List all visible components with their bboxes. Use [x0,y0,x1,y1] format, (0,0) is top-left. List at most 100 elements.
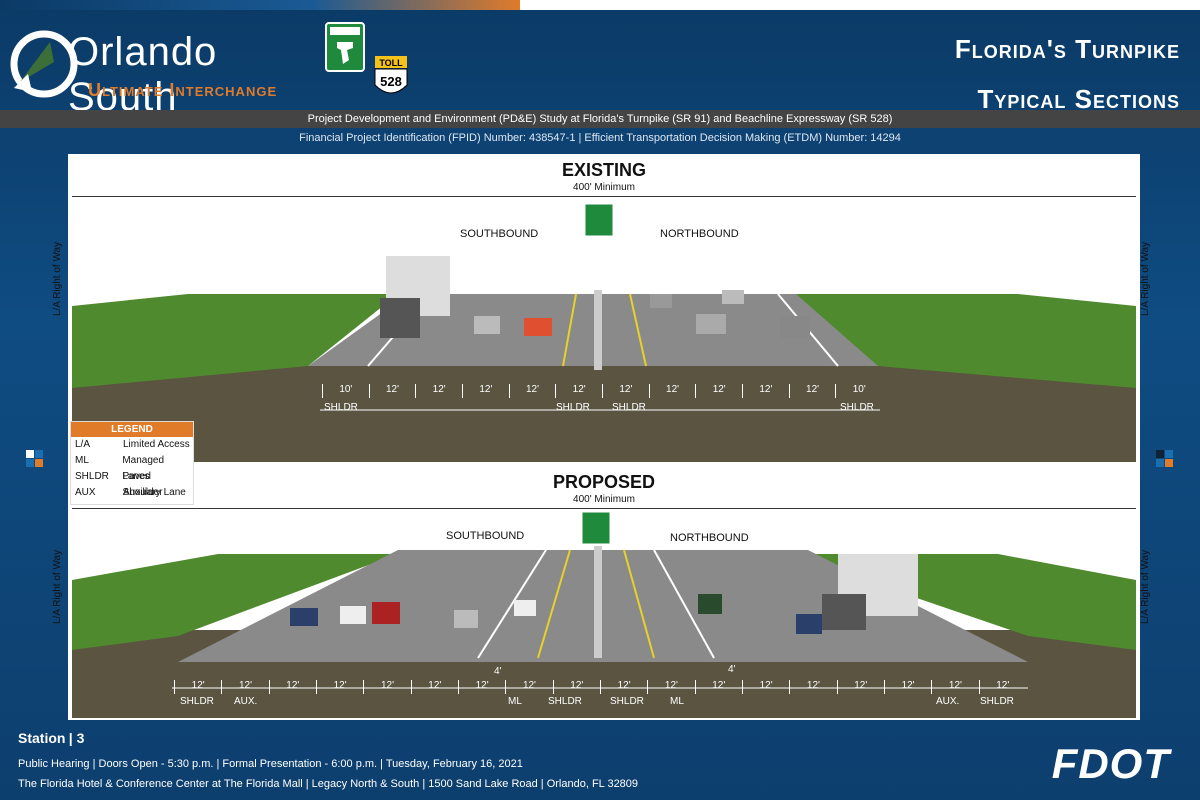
legend-item: SHLDR Paved Shoulder [71,469,193,498]
top-accent [0,0,520,10]
lane-width-label: 12' [505,680,552,694]
lane-width-label: 12' [415,384,462,398]
existing-northbound-label: NORTHBOUND [660,228,739,240]
lane-width-label: 10' [322,384,369,398]
legend-abbr: L/A [75,439,91,450]
toll-label: TOLL [379,58,403,68]
station-label: Station | 3 [18,730,85,746]
lane-width-label: 12' [694,680,742,694]
existing-turnpike-sign-icon [584,203,614,237]
legend-title: LEGEND [71,422,193,437]
logo-subtitle: Ultimate Interchange [88,80,278,100]
proposed-row-right: L/A Right of Way [1140,549,1151,624]
proposed-label-8: SHLDR [980,696,1014,707]
proposed-lane-labels: SHLDR AUX. ML SHLDR SHLDR ML AUX. SHLDR [174,696,1026,710]
proposed-lane-widths: 12'12'12'12'12'12'12'12'12'12'12'12'12'1… [174,680,1026,694]
turnpike-shield-icon [325,22,365,72]
divider-square [35,450,43,458]
lane-width-label: 12' [363,680,410,694]
existing-shldr-1: SHLDR [324,402,358,413]
lane-width-label: 12' [508,384,556,398]
fdot-logo: FDOT [1051,740,1170,787]
divider-square [1156,459,1164,467]
lane-width-label: 12' [552,680,600,694]
lane-width-label: 12' [555,384,602,398]
lane-width-label: 12' [268,680,316,694]
proposed-label-1: SHLDR [180,696,214,707]
proposed-label-3: ML [508,696,522,707]
title-line-1: Florida's Turnpike [954,34,1180,64]
proposed-car [514,600,536,616]
proposed-car [340,606,366,624]
proposed-dimension-line [72,508,1136,509]
proposed-label-2: AUX. [234,696,258,707]
proposed-southbound-label: SOUTHBOUND [446,530,525,542]
proposed-truck-cab [822,594,866,630]
lane-width-label: 12' [648,384,696,398]
proposed-label-6: ML [670,696,684,707]
legend-item: AUX Auxiliary Lane [71,485,193,501]
existing-shldr-4: SHLDR [840,402,874,413]
lane-width-label: 12' [836,680,884,694]
lane-width-label: 12' [931,680,978,694]
lane-width-label: 12' [221,680,268,694]
existing-car [474,316,500,334]
proposed-car [796,614,822,634]
legend-desc: Auxiliary Lane [123,487,186,498]
sr-528-toll-shield-icon: TOLL 528 [373,55,409,99]
proposed-car [372,602,400,624]
proposed-label-4: SHLDR [548,696,582,707]
legend-item: ML Managed Lanes [71,453,193,482]
existing-car [650,294,672,308]
venue-info: The Florida Hotel & Conference Center at… [18,778,639,790]
hearing-info: Public Hearing | Doors Open - 5:30 p.m. … [18,758,523,770]
lane-width-label: 12' [978,680,1026,694]
proposed-section-graphic [72,511,1136,718]
existing-dimension-line [72,196,1136,197]
title-line-2: Typical Sections [977,84,1180,114]
proposed-car [290,608,318,626]
lane-width-label: 12' [789,680,836,694]
logo-title: Orlando South [68,30,218,119]
fpid-line: Financial Project Identification (FPID) … [299,132,901,144]
lane-width-label: 12' [315,680,363,694]
proposed-northbound-label: NORTHBOUND [670,532,749,544]
existing-soil [72,366,1136,462]
station-number: 3 [76,730,85,746]
toll-route: 528 [380,74,402,89]
existing-car [696,314,726,334]
lane-width-label: 12' [462,384,509,398]
divider-square [1156,450,1164,458]
top-stripe [0,0,1200,10]
legend-abbr: SHLDR [75,471,109,482]
lane-width-label: 12' [741,680,789,694]
proposed-car [454,610,478,628]
existing-grass-right [778,294,1136,388]
legend-abbr: ML [75,455,89,466]
proposed-row-left: L/A Right of Way [52,549,63,624]
existing-truck-cab [380,298,420,338]
lane-width-label: 12' [742,384,789,398]
divider-square [1165,459,1173,467]
existing-median-barrier [594,290,602,370]
lane-width-label: 12' [602,384,649,398]
existing-min-width: 400' Minimum [573,182,635,193]
legend-desc: Managed Lanes [122,455,165,482]
existing-grass-left [72,294,398,388]
proposed-min-width: 400' Minimum [573,494,635,505]
existing-heading: EXISTING [561,160,646,180]
proposed-label-5: SHLDR [610,696,644,707]
legend-abbr: AUX [75,487,96,498]
existing-shldr-3: SHLDR [612,402,646,413]
proposed-grass-left [72,554,398,650]
proposed-turnpike-sign-icon [581,511,611,545]
divider-square [1165,450,1173,458]
lane-width-label: 12' [174,680,221,694]
lane-width-label: 12' [368,384,416,398]
existing-roadway [308,294,878,366]
legend-desc: Paved Shoulder [122,471,163,498]
existing-car [524,318,552,336]
page-title: Florida's Turnpike Typical Sections [955,24,1180,124]
